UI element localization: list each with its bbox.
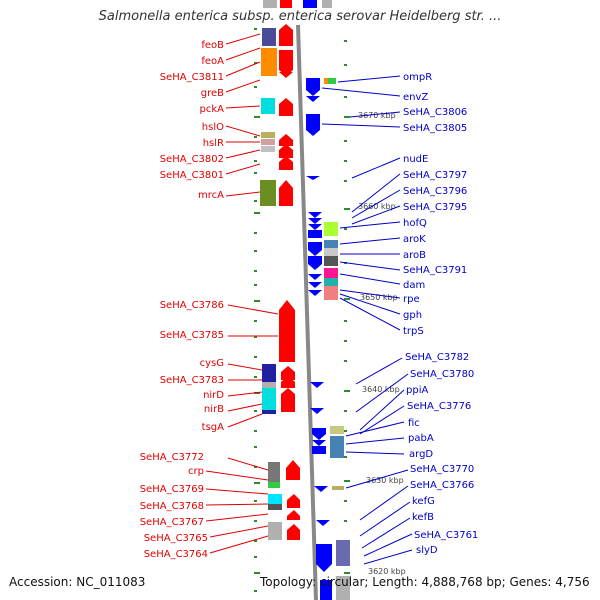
gene-label: SeHA_C3797: [403, 170, 467, 181]
gene-label: pabA: [408, 433, 434, 444]
gene-label: hofQ: [403, 218, 427, 229]
gene-label: tsgA: [202, 422, 224, 433]
gene-label: SeHA_C3795: [403, 202, 467, 213]
gene-label: gph: [403, 310, 422, 321]
gene-label: nirB: [204, 404, 224, 415]
scale-label: 3620 kbp: [368, 567, 406, 576]
gene-label: SeHA_C3791: [403, 265, 467, 276]
gene-label: SeHA_C3772: [140, 452, 204, 463]
gene-label: crp: [188, 466, 204, 477]
gene-label: cysG: [200, 358, 224, 369]
gene-label: dam: [403, 280, 425, 291]
gene-label: SeHA_C3785: [160, 330, 224, 341]
genome-title: Salmonella enterica subsp. enterica sero…: [98, 9, 502, 24]
tick-marks-left: [254, 28, 260, 592]
gene-label: SeHA_C3806: [403, 107, 467, 118]
gene-label: greB: [201, 88, 224, 99]
gene-label: SeHA_C3770: [410, 464, 474, 475]
scale-label: 3640 kbp: [362, 385, 400, 394]
scale-label: 3650 kbp: [360, 293, 398, 302]
topology-label: Topology: circular; Length: 4,888,768 bp…: [260, 575, 590, 589]
forward-strand-genes: [260, 0, 300, 540]
gene-label: SeHA_C3796: [403, 186, 467, 197]
gene-label: SeHA_C3782: [405, 352, 469, 363]
gene-label: hslO: [202, 122, 224, 133]
scale-label: 3660 kbp: [358, 202, 396, 211]
gene-label: nudE: [403, 154, 428, 165]
right-labels: ompR envZ SeHA_C3806 SeHA_C3805 nudE SeH…: [321, 72, 478, 565]
gene-label: trpS: [403, 326, 424, 337]
gene-label: SeHA_C3786: [160, 300, 224, 311]
left-labels: feoB feoA SeHA_C3811 greB pckA hslO hslR…: [140, 33, 279, 560]
gene-label: nirD: [203, 390, 224, 401]
gene-label: SeHA_C3805: [403, 123, 467, 134]
accession-label: Accession: NC_011083: [9, 575, 146, 589]
gene-label: SeHA_C3783: [160, 375, 224, 386]
gene-label: mrcA: [198, 190, 224, 201]
reverse-strand-genes: [303, 0, 350, 600]
gene-label: SeHA_C3766: [410, 480, 474, 491]
gene-label: pckA: [200, 104, 225, 115]
scale-label: 3630 kbp: [366, 476, 404, 485]
gene-label: SeHA_C3761: [414, 530, 478, 541]
gene-label: SeHA_C3811: [160, 72, 224, 83]
gene-label: SeHA_C3767: [140, 517, 204, 528]
gene-label: SeHA_C3780: [410, 369, 474, 380]
gene-label: argD: [409, 449, 433, 460]
scale-label: 3670 kbp: [358, 111, 396, 120]
gene-label: rpe: [403, 294, 420, 305]
genome-backbone: [296, 24, 318, 600]
gene-label: SeHA_C3769: [140, 484, 204, 495]
gene-label: SeHA_C3768: [140, 501, 204, 512]
gene-label: SeHA_C3776: [407, 401, 471, 412]
gene-label: SeHA_C3765: [144, 533, 208, 544]
gene-label: ppiA: [406, 385, 428, 396]
gene-label: kefB: [412, 512, 434, 523]
gene-label: slyD: [416, 545, 438, 556]
gene-label: envZ: [403, 92, 428, 103]
gene-label: hslR: [203, 138, 224, 149]
tick-marks-right: [344, 40, 350, 592]
gene-label: feoB: [201, 40, 224, 51]
gene-label: feoA: [201, 56, 224, 67]
gene-label: SeHA_C3764: [144, 549, 208, 560]
gene-label: kefG: [412, 496, 435, 507]
gene-label: aroB: [403, 250, 426, 261]
gene-label: SeHA_C3801: [160, 170, 224, 181]
gene-label: SeHA_C3802: [160, 154, 224, 165]
gene-label: fic: [408, 418, 420, 429]
gene-label: ompR: [403, 72, 432, 83]
gene-label: aroK: [403, 234, 426, 245]
